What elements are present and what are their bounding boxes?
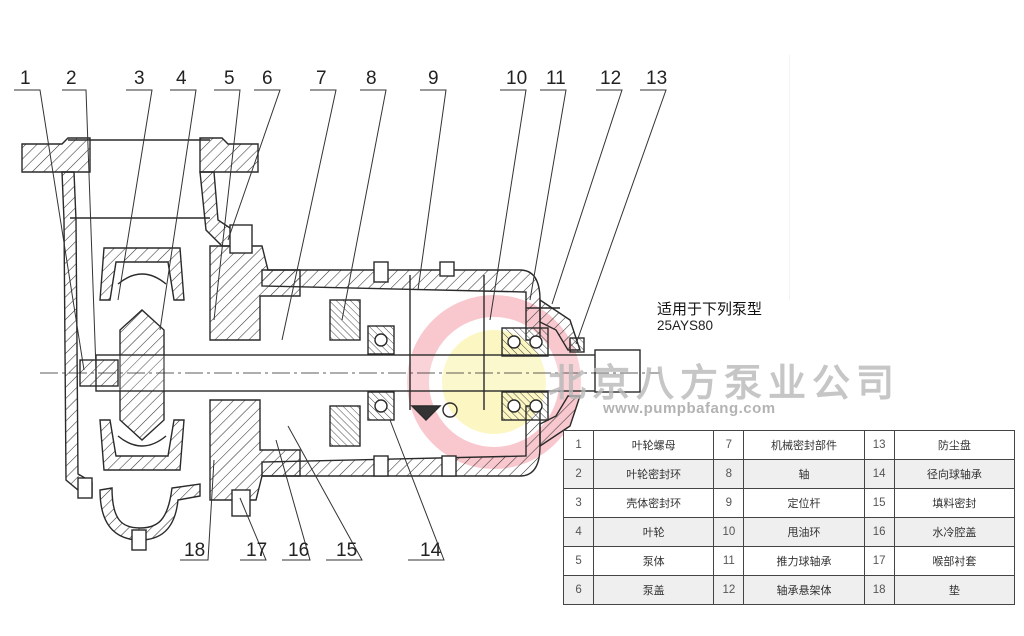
callout-17: 17: [246, 540, 267, 561]
bearings: [367, 325, 549, 421]
part-number: 9: [713, 488, 745, 518]
part-number: 14: [863, 459, 895, 489]
part-name: 防尘盘: [893, 430, 1016, 460]
part-number: 6: [562, 575, 595, 605]
callout-leaders: [14, 89, 667, 561]
callout-6: 6: [262, 68, 273, 89]
part-name: 轴承悬架体: [743, 575, 865, 605]
inlet-flange: [21, 137, 259, 219]
part-number: 13: [863, 430, 895, 460]
part-number: 15: [863, 488, 895, 518]
callout-13: 13: [646, 68, 667, 89]
part-name: 叶轮密封环: [593, 459, 715, 489]
part-number: 18: [863, 575, 895, 605]
part-number: 8: [713, 459, 745, 489]
part-number: 10: [713, 517, 745, 547]
callout-18: 18: [184, 540, 205, 561]
part-number: 12: [713, 575, 745, 605]
callout-14: 14: [420, 540, 442, 561]
part-number: 11: [713, 546, 745, 576]
part-name: 机械密封部件: [743, 430, 865, 460]
callout-12: 12: [600, 68, 621, 89]
bolts: [77, 261, 457, 551]
callout-15: 15: [336, 540, 357, 561]
callout-4: 4: [176, 68, 187, 89]
part-number: 2: [562, 459, 595, 489]
callout-7: 7: [316, 68, 327, 89]
oil-plug-symbol: [442, 402, 458, 418]
part-name: 泵体: [593, 546, 715, 576]
callout-3: 3: [134, 68, 145, 89]
part-number: 1: [562, 430, 595, 460]
end-cover: [526, 298, 585, 448]
callout-11: 11: [546, 68, 566, 89]
part-name: 水冷腔盖: [893, 517, 1016, 547]
callout-9: 9: [428, 68, 439, 89]
part-number: 3: [562, 488, 595, 518]
part-name: 壳体密封环: [593, 488, 715, 518]
oil-level-symbol: [410, 405, 442, 421]
callout-10: 10: [506, 68, 527, 89]
callout-16: 16: [288, 540, 309, 561]
callout-1: 1: [20, 68, 31, 89]
impeller: [99, 247, 185, 471]
part-number: 4: [562, 517, 595, 547]
part-name: 叶轮螺母: [593, 430, 715, 460]
part-number: 7: [713, 430, 745, 460]
company-watermark: 北京八方泵业公司: [548, 361, 901, 405]
callout-8: 8: [366, 68, 377, 89]
part-name: 定位杆: [743, 488, 865, 518]
part-number: 16: [863, 517, 895, 547]
part-name: 推力球轴承: [743, 546, 865, 576]
faint-divider: [789, 55, 790, 300]
part-name: 径向球轴承: [893, 459, 1016, 489]
callout-labels-top: 1 2 3 4 5 6 7 8 9 10 11 12 13: [20, 68, 667, 89]
applicable-models-heading: 适用于下列泵型: [657, 300, 763, 318]
part-name: 垫: [893, 575, 1016, 605]
part-name: 轴: [743, 459, 865, 489]
callout-labels-bottom: 18 17 16 15 14: [184, 540, 442, 561]
part-name: 喉部衬套: [893, 546, 1016, 576]
part-name: 叶轮: [593, 517, 715, 547]
part-name: 填料密封: [893, 488, 1016, 518]
part-number: 17: [863, 546, 895, 576]
applicable-models: 适用于下列泵型 25AYS80: [657, 300, 762, 334]
callout-2: 2: [66, 68, 77, 89]
model-number: 25AYS80: [657, 318, 714, 333]
part-number: 5: [562, 546, 595, 576]
callout-5: 5: [224, 68, 235, 89]
part-name: 甩油环: [743, 517, 865, 547]
website-watermark: www.pumpbafang.com: [603, 400, 776, 417]
shaft: [40, 349, 660, 393]
part-name: 泵盖: [593, 575, 715, 605]
